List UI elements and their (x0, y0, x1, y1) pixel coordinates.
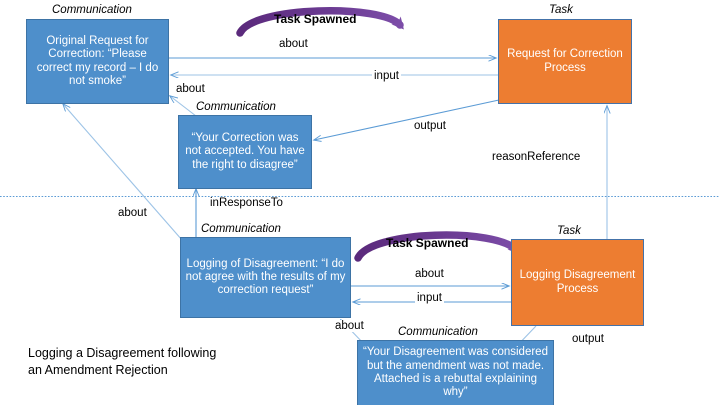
edge-label-input-top: input (372, 70, 401, 82)
edge-label-about-bottom-left: about (333, 320, 366, 332)
spawn-label-task-spawned-top: Task Spawned (274, 12, 357, 26)
node-correction-not-accepted-label: “Your Correction was not accepted. You h… (185, 132, 305, 171)
node-request-for-correction-process[interactable]: Request for Correction Process (498, 19, 632, 104)
spawn-arrow-bottom (354, 231, 520, 262)
edge-label-in-response-to: inResponseTo (208, 197, 285, 209)
node-request-for-correction-process-label: Request for Correction Process (507, 48, 623, 74)
node-logging-of-disagreement[interactable]: Logging of Disagreement: “I do not agree… (180, 237, 351, 318)
edge-label-input-bottom: input (415, 292, 444, 304)
node-disagreement-considered-label: “Your Disagreement was considered but th… (363, 346, 548, 399)
edge-about-diagonal-left (63, 104, 183, 241)
spawn-arrow-top (236, 7, 404, 37)
node-original-request-label: Original Request for Correction: “Please… (36, 34, 159, 87)
edge-label-output-top: output (412, 120, 448, 132)
node-original-request[interactable]: Original Request for Correction: “Please… (26, 19, 169, 104)
stereotype-communication-correction-not-accepted: Communication (196, 101, 276, 113)
node-correction-not-accepted[interactable]: “Your Correction was not accepted. You h… (178, 115, 312, 189)
edge-label-output-bottom: output (570, 333, 606, 345)
stereotype-task-logging-disagreement-process: Task (557, 225, 581, 237)
node-disagreement-considered[interactable]: “Your Disagreement was considered but th… (357, 340, 554, 405)
edge-about-mid-upper (170, 96, 197, 117)
edge-output-top (314, 99, 500, 140)
stereotype-communication-original-request: Communication (52, 4, 132, 16)
stereotype-communication-disagreement-considered: Communication (398, 326, 478, 338)
edge-label-about-bottom: about (413, 268, 446, 280)
edge-label-about-top: about (277, 38, 310, 50)
stereotype-task-request-correction: Task (549, 4, 573, 16)
edge-label-reason-reference: reasonReference (490, 151, 583, 163)
node-logging-of-disagreement-label: Logging of Disagreement: “I do not agree… (185, 257, 346, 297)
diagram-caption: Logging a Disagreement following an Amen… (28, 346, 217, 377)
edge-label-about-diagonal-left: about (116, 207, 149, 219)
spawn-label-task-spawned-bottom: Task Spawned (386, 236, 469, 250)
edge-label-about-mid-upper: about (174, 83, 207, 95)
stereotype-communication-logging-disagreement: Communication (201, 223, 281, 235)
node-logging-disagreement-process[interactable]: Logging Disagreement Process (511, 239, 644, 326)
node-logging-disagreement-process-label: Logging Disagreement Process (519, 269, 636, 295)
